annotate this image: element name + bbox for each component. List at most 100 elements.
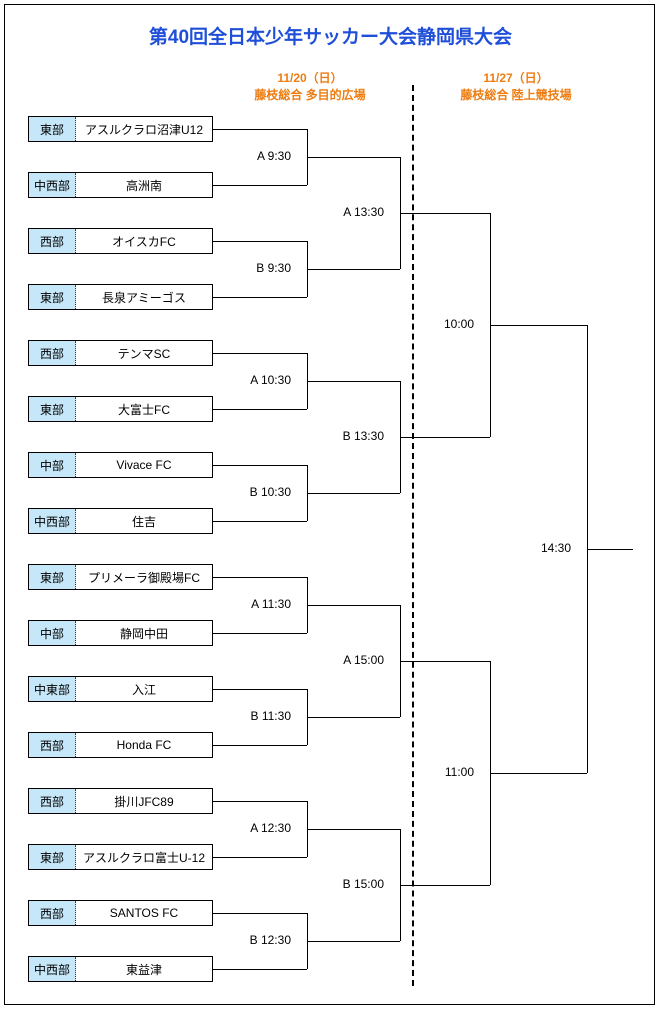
round1-match-time: A 9:30 <box>256 149 291 163</box>
team-region-label: 西部 <box>29 341 76 365</box>
venue-name-left: 藤枝総合 多目的広場 <box>254 88 366 102</box>
bracket-connector-horizontal <box>307 941 400 942</box>
team-entry[interactable]: 西部 オイスカFC <box>28 228 213 254</box>
bracket-connector-horizontal <box>213 241 307 242</box>
team-name-label: 掛川JFC89 <box>114 794 174 809</box>
round2-match-time: A 15:00 <box>343 653 384 667</box>
team-region-label: 中西部 <box>29 957 76 981</box>
round2-match-time: A 13:30 <box>343 205 384 219</box>
bracket-connector-horizontal <box>213 577 307 578</box>
bracket-connector-horizontal <box>213 969 307 970</box>
bracket-connector-horizontal <box>213 745 307 746</box>
round1-match-time: A 11:30 <box>251 597 291 611</box>
bracket-connector-horizontal <box>213 913 307 914</box>
team-entry[interactable]: 東部 大富士FC <box>28 396 213 422</box>
team-name-label: 住吉 <box>131 514 156 529</box>
team-entry[interactable]: 東部アスルクラロ沼津U12 <box>28 116 213 142</box>
round1-match-time: B 10:30 <box>249 485 291 499</box>
bracket-connector-horizontal <box>307 717 400 718</box>
team-region-label: 東部 <box>29 285 76 309</box>
semifinal-match-time: 11:00 <box>444 765 474 779</box>
venue-date-right: 11/27（日） <box>483 71 549 85</box>
bracket-connector-horizontal <box>307 605 400 606</box>
round1-match-time: B 9:30 <box>256 261 291 275</box>
semifinal-match-time: 10:00 <box>443 317 474 331</box>
team-region-label: 西部 <box>29 229 76 253</box>
bracket-connector-horizontal <box>213 185 307 186</box>
team-region-label: 西部 <box>29 733 76 757</box>
team-region-label: 中東部 <box>29 677 76 701</box>
team-name-label: Vivace FC <box>116 458 172 472</box>
bracket-connector-horizontal <box>213 521 307 522</box>
team-entry[interactable]: 中部 Vivace FC <box>28 452 213 478</box>
team-region-label: 中部 <box>29 453 76 477</box>
venue-header-left: 11/20（日） 藤枝総合 多目的広場 <box>215 70 405 104</box>
bracket-connector-horizontal <box>213 353 307 354</box>
team-entry[interactable]: 中部 静岡中田 <box>28 620 213 646</box>
team-name-label: 静岡中田 <box>119 626 168 641</box>
team-name-label: アスルクラロ富士U-12 <box>82 850 205 865</box>
bracket-connector-horizontal <box>213 297 307 298</box>
bracket-connector-horizontal <box>213 409 307 410</box>
team-name-label: 高洲南 <box>125 178 162 193</box>
bracket-connector-horizontal <box>307 829 400 830</box>
team-region-label: 東部 <box>29 565 76 589</box>
team-name-label: 大富士FC <box>118 402 170 417</box>
team-name-label: SANTOS FC <box>109 906 179 920</box>
round1-match-time: A 10:30 <box>250 373 291 387</box>
team-name-label: オイスカFC <box>112 234 176 249</box>
venue-date-left: 11/20（日） <box>277 71 343 85</box>
venue-divider <box>412 85 414 986</box>
team-name-label: 入江 <box>131 682 156 697</box>
team-region-label: 西部 <box>29 789 76 813</box>
team-region-label: 東部 <box>29 397 76 421</box>
bracket-connector-horizontal <box>490 773 587 774</box>
team-name-label: Honda FC <box>116 738 172 752</box>
team-region-label: 西部 <box>29 901 76 925</box>
team-name-label: 東益津 <box>125 962 162 977</box>
team-region-label: 東部 <box>29 845 76 869</box>
bracket-connector-horizontal <box>213 633 307 634</box>
bracket-connector-horizontal <box>213 801 307 802</box>
bracket-connector-horizontal <box>213 857 307 858</box>
venue-name-right: 藤枝総合 陸上競技場 <box>460 88 572 102</box>
bracket-connector-horizontal <box>213 129 307 130</box>
team-entry[interactable]: 西部 Honda FC <box>28 732 213 758</box>
team-entry[interactable]: 中西部 東益津 <box>28 956 213 982</box>
bracket-connector-horizontal <box>213 465 307 466</box>
team-name-label: アスルクラロ沼津U12 <box>84 122 203 137</box>
round1-match-time: B 11:30 <box>250 709 291 723</box>
round1-match-time: B 12:30 <box>249 933 291 947</box>
champion-line <box>587 549 633 550</box>
page-border <box>4 4 655 1005</box>
round1-match-time: A 12:30 <box>250 821 291 835</box>
team-entry[interactable]: 中西部 高洲南 <box>28 172 213 198</box>
bracket-connector-horizontal <box>400 437 490 438</box>
bracket-connector-horizontal <box>400 885 490 886</box>
team-entry[interactable]: 東部 長泉アミーゴス <box>28 284 213 310</box>
bracket-connector-horizontal <box>400 213 490 214</box>
team-entry[interactable]: 中東部 入江 <box>28 676 213 702</box>
team-entry[interactable]: 中西部 住吉 <box>28 508 213 534</box>
team-name-label: プリメーラ御殿場FC <box>88 570 200 585</box>
venue-header-right: 11/27（日） 藤枝総合 陸上競技場 <box>418 70 614 104</box>
round2-match-time: B 13:30 <box>342 429 384 443</box>
team-region-label: 中西部 <box>29 173 76 197</box>
team-name-label: 長泉アミーゴス <box>101 290 186 305</box>
final-match-time: 14:30 <box>540 541 571 555</box>
bracket-connector-horizontal <box>307 157 400 158</box>
bracket-connector-horizontal <box>213 689 307 690</box>
bracket-connector-horizontal <box>307 269 400 270</box>
bracket-connector-horizontal <box>400 661 490 662</box>
bracket-connector-horizontal <box>307 493 400 494</box>
team-entry[interactable]: 西部 掛川JFC89 <box>28 788 213 814</box>
team-name-label: テンマSC <box>117 346 171 361</box>
round2-match-time: B 15:00 <box>342 877 384 891</box>
team-entry[interactable]: 西部 テンマSC <box>28 340 213 366</box>
team-entry[interactable]: 東部プリメーラ御殿場FC <box>28 564 213 590</box>
team-region-label: 中西部 <box>29 509 76 533</box>
team-entry[interactable]: 西部 SANTOS FC <box>28 900 213 926</box>
team-entry[interactable]: 東部アスルクラロ富士U-12 <box>28 844 213 870</box>
bracket-connector-horizontal <box>307 381 400 382</box>
team-region-label: 中部 <box>29 621 76 645</box>
